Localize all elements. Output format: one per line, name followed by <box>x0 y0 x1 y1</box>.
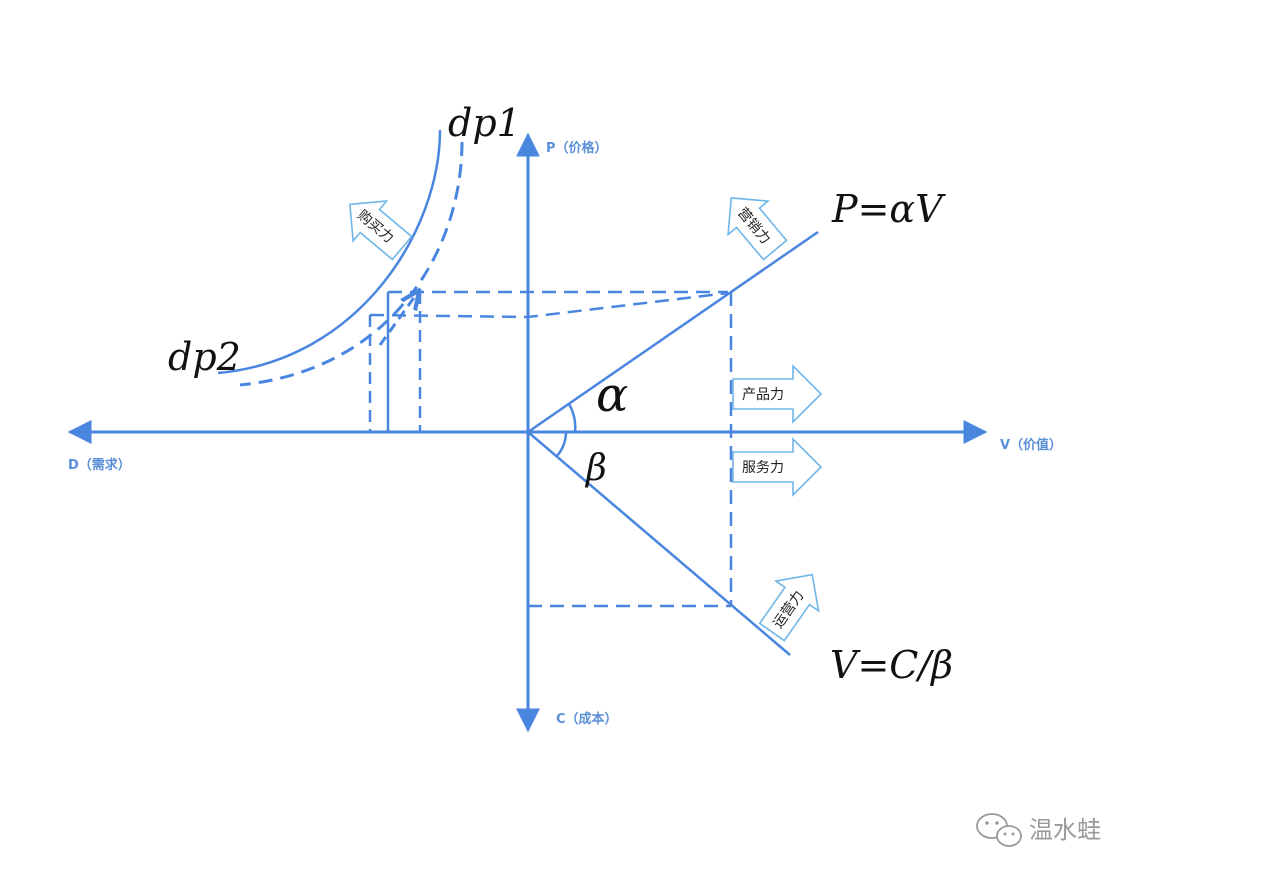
dp2-label: dp2 <box>168 335 241 379</box>
dp2-curve <box>239 141 464 387</box>
cost-axis-label: C（成本） <box>556 711 618 727</box>
alpha-arc <box>567 403 577 433</box>
beta-label: β <box>584 448 607 489</box>
alpha-label: α <box>596 367 628 423</box>
operation-force-arrow: 运营力 <box>758 573 820 642</box>
watermark-text: 温水蛙 <box>1029 816 1101 844</box>
watermark: 温水蛙 <box>976 813 1101 847</box>
wechat-icon <box>976 813 1022 847</box>
price-equation: P=αV <box>831 187 946 231</box>
product-force-label: 产品力 <box>742 387 784 403</box>
service-force-arrow: 服务力 <box>732 437 823 497</box>
service-force-label: 服务力 <box>742 460 784 476</box>
beta-arc <box>556 431 568 457</box>
marketing-force-arrow: 营销力 <box>727 197 788 261</box>
shift-arrow <box>378 292 418 346</box>
price-ray-line <box>527 230 819 434</box>
price-axis-label: P（价格） <box>546 140 608 156</box>
demand-axis-label: D（需求） <box>68 457 131 473</box>
product-force-arrow: 产品力 <box>732 364 823 424</box>
cost-ray-line <box>527 431 791 656</box>
buying-force-arrow: 购买力 <box>349 200 413 261</box>
value-axis-label: V（价值） <box>1000 437 1062 453</box>
dp1-label: dp1 <box>448 101 521 145</box>
value-equation: V=C/β <box>830 643 953 687</box>
dp1-curve <box>217 129 442 375</box>
price-level2-dashed <box>369 291 729 319</box>
